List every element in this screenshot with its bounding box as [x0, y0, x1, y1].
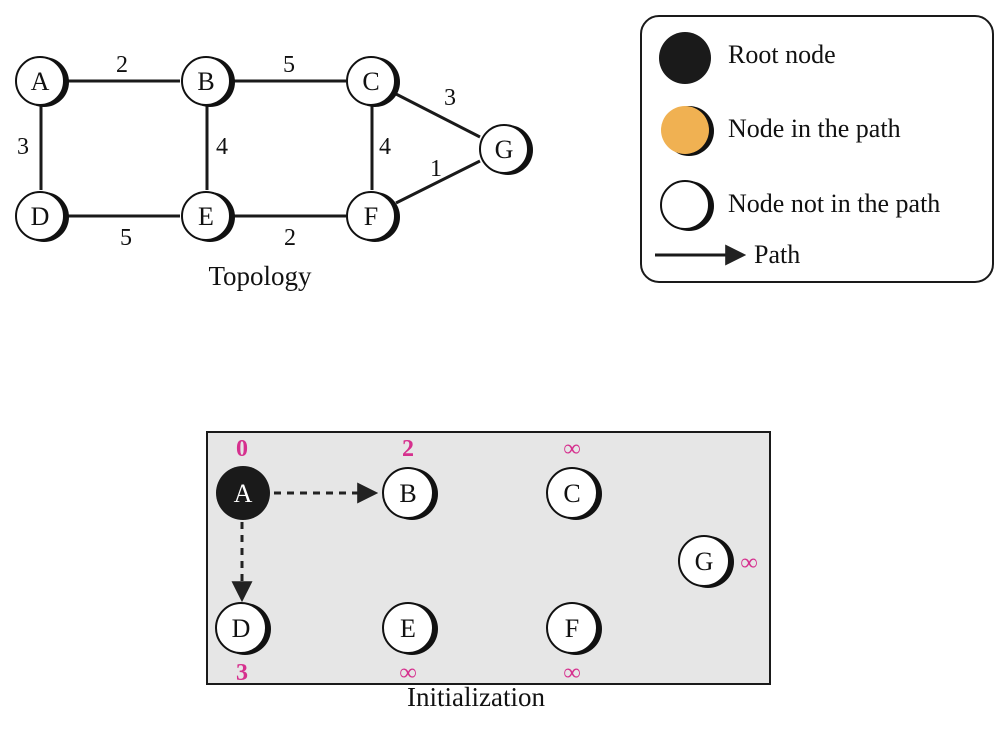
node-label: F: [565, 614, 579, 643]
topology-node-c: C: [346, 56, 400, 107]
edge-c-g: [395, 92, 481, 139]
weight-b-e: 4: [216, 134, 228, 160]
node-label: E: [198, 202, 214, 231]
weight-e-f: 2: [284, 225, 296, 251]
weight-a-b: 2: [116, 52, 128, 78]
node-label: D: [31, 202, 50, 231]
not-in-path-node-swatch: [660, 180, 710, 230]
node-label: C: [563, 479, 580, 508]
node-label: G: [695, 547, 714, 576]
node-label: B: [197, 67, 214, 96]
init-node-b: B: [382, 467, 438, 520]
topology-node-b: B: [181, 56, 235, 107]
weight-f-g: 1: [430, 156, 442, 182]
topology-graph: 2 5 3 4 4 3 1 5 2 A B C D: [15, 52, 533, 291]
legend-item-not-in-path: Node not in the path: [660, 180, 940, 231]
topology-node-d: D: [15, 191, 69, 242]
legend-root-label: Root node: [728, 40, 836, 69]
init-node-e: E: [382, 602, 438, 655]
legend-item-path: Path: [655, 240, 800, 269]
topology-caption: Topology: [208, 261, 312, 291]
initialization-background: [206, 431, 771, 685]
initialization-caption: Initialization: [407, 682, 545, 712]
init-node-g: G: [678, 535, 734, 588]
weight-d-e: 5: [120, 225, 132, 251]
init-node-f: F: [546, 602, 602, 655]
topology-edges: [39, 79, 481, 218]
in-path-node-swatch: [661, 106, 709, 154]
topology-edge-weights: 2 5 3 4 4 3 1 5 2: [17, 52, 456, 251]
weight-a-d: 3: [17, 134, 29, 160]
topology-node-f: F: [346, 191, 400, 242]
node-label: A: [31, 67, 50, 96]
topology-node-g: G: [479, 124, 533, 175]
weight-b-c: 5: [283, 52, 295, 78]
init-node-c: C: [546, 467, 602, 520]
node-label: F: [364, 202, 378, 231]
distance-e: ∞: [399, 660, 416, 686]
initialization-panel: A B C D E F G: [206, 431, 771, 712]
legend: Root node Node in the path Node not in t…: [640, 15, 994, 283]
distance-b: 2: [402, 436, 414, 462]
topology-node-e: E: [181, 191, 235, 242]
node-label: E: [400, 614, 416, 643]
root-node: [216, 466, 270, 520]
node-label: D: [232, 614, 251, 643]
legend-in-path-label: Node in the path: [728, 114, 901, 143]
node-label: G: [495, 135, 514, 164]
legend-box: [640, 15, 994, 283]
topology-node-a: A: [15, 56, 69, 107]
edge-f-g: [395, 159, 481, 205]
weight-c-f: 4: [379, 134, 391, 160]
distance-d: 3: [236, 660, 248, 686]
init-node-d: D: [215, 602, 271, 655]
legend-item-root: Root node: [659, 32, 836, 84]
distance-c: ∞: [563, 436, 580, 462]
legend-item-in-path: Node in the path: [661, 106, 901, 156]
node-label: A: [234, 479, 253, 508]
init-node-a: A: [216, 466, 270, 520]
distance-f: ∞: [563, 660, 580, 686]
node-label: B: [399, 479, 416, 508]
weight-c-g: 3: [444, 85, 456, 111]
legend-not-in-path-label: Node not in the path: [728, 189, 940, 218]
root-node-swatch: [659, 32, 711, 84]
distance-g: ∞: [740, 550, 757, 576]
legend-path-label: Path: [754, 240, 800, 269]
distance-a: 0: [236, 436, 248, 462]
node-label: C: [362, 67, 379, 96]
